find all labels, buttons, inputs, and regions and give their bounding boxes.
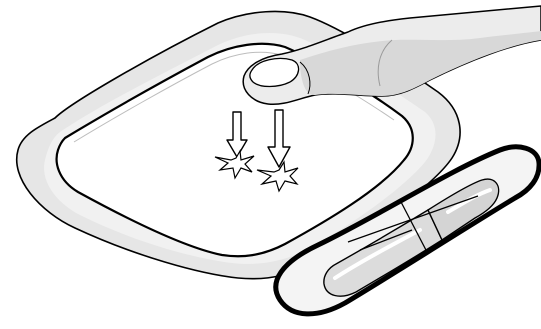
starburst-icon — [214, 149, 255, 180]
button-bar-inner-left-button — [323, 208, 443, 297]
finger-shadow — [300, 31, 541, 96]
finger-icon — [242, 5, 541, 106]
down-arrow-icon — [226, 111, 248, 158]
button-divider-cross — [359, 229, 413, 251]
left-button-highlight — [333, 228, 422, 280]
tap-burst-left — [214, 149, 255, 180]
tap-arrow-right — [267, 109, 291, 168]
finger-crease — [377, 39, 393, 87]
button-divider-center-vertical — [399, 199, 428, 253]
fingernail — [249, 57, 300, 88]
touchpad-button-bar — [273, 144, 541, 317]
button-divider-long — [347, 195, 479, 243]
tap-arrow-left — [226, 111, 248, 158]
down-arrow-icon — [267, 109, 291, 168]
starburst-icon — [256, 160, 299, 193]
tap-burst-right — [256, 160, 299, 193]
finger-knuckle-line — [299, 61, 311, 95]
